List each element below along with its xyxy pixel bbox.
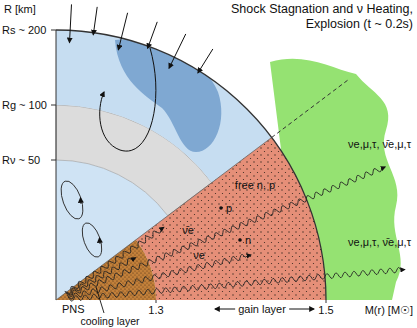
sector-boundary bbox=[56, 138, 272, 300]
radius-tick bbox=[51, 105, 56, 106]
particle-label: νe bbox=[193, 249, 205, 261]
neutrino-label: νe,μ,τ, ν̄e,μ,τ bbox=[348, 138, 411, 150]
convection-arrow bbox=[100, 48, 156, 151]
shock-front bbox=[56, 30, 326, 300]
diagram-title: Shock Stagnation and ν Heating, Explosio… bbox=[208, 2, 413, 32]
radius-tick bbox=[51, 160, 56, 161]
region-label: PNS bbox=[62, 303, 85, 315]
particle-label: p bbox=[226, 202, 232, 214]
neutrino-path bbox=[66, 167, 385, 296]
radius-axis bbox=[56, 30, 57, 300]
region-label: cooling layer bbox=[81, 315, 140, 327]
infall-arrow bbox=[93, 7, 97, 35]
radius-label: Rν ~ 50 bbox=[2, 154, 40, 166]
particle-label: n bbox=[245, 234, 251, 246]
span-label: gain layer bbox=[235, 303, 289, 315]
convective-plume bbox=[115, 39, 221, 152]
mass-tick bbox=[156, 300, 157, 303]
convection-loop-arrow bbox=[99, 238, 101, 244]
axis-label: R [km] bbox=[4, 3, 36, 15]
infall-arrow bbox=[148, 22, 158, 48]
leader-line bbox=[96, 287, 104, 313]
neutrino-path bbox=[67, 255, 251, 299]
neutrino-label: νe,μ,τ, ν̄e,μ,τ bbox=[348, 236, 411, 248]
mass-value: 1.3 bbox=[148, 304, 163, 316]
particle-dot bbox=[238, 238, 242, 242]
particle-dot bbox=[219, 206, 223, 210]
particle-label: ν̄e bbox=[182, 224, 194, 236]
convection-loop bbox=[57, 178, 88, 222]
infall-arrow bbox=[70, 4, 72, 42]
neutrino-path bbox=[65, 227, 164, 293]
axis-label: M(r) [M☉] bbox=[365, 304, 413, 316]
infall-arrow bbox=[198, 49, 213, 73]
radius-tick bbox=[51, 30, 56, 31]
convection-loop-arrow bbox=[80, 198, 82, 204]
radius-label: Rg ~ 100 bbox=[2, 99, 47, 111]
infall-arrow bbox=[118, 13, 127, 50]
mass-tick bbox=[326, 300, 327, 303]
radius-label: Rs ~ 200 bbox=[2, 24, 46, 36]
mass-value: 1.5 bbox=[318, 304, 333, 316]
neutrino-path bbox=[66, 258, 136, 295]
convection-loop bbox=[78, 220, 105, 259]
infall-arrow bbox=[169, 34, 186, 68]
dashed-boundary bbox=[272, 80, 348, 137]
region-label: free n, p bbox=[235, 179, 275, 191]
